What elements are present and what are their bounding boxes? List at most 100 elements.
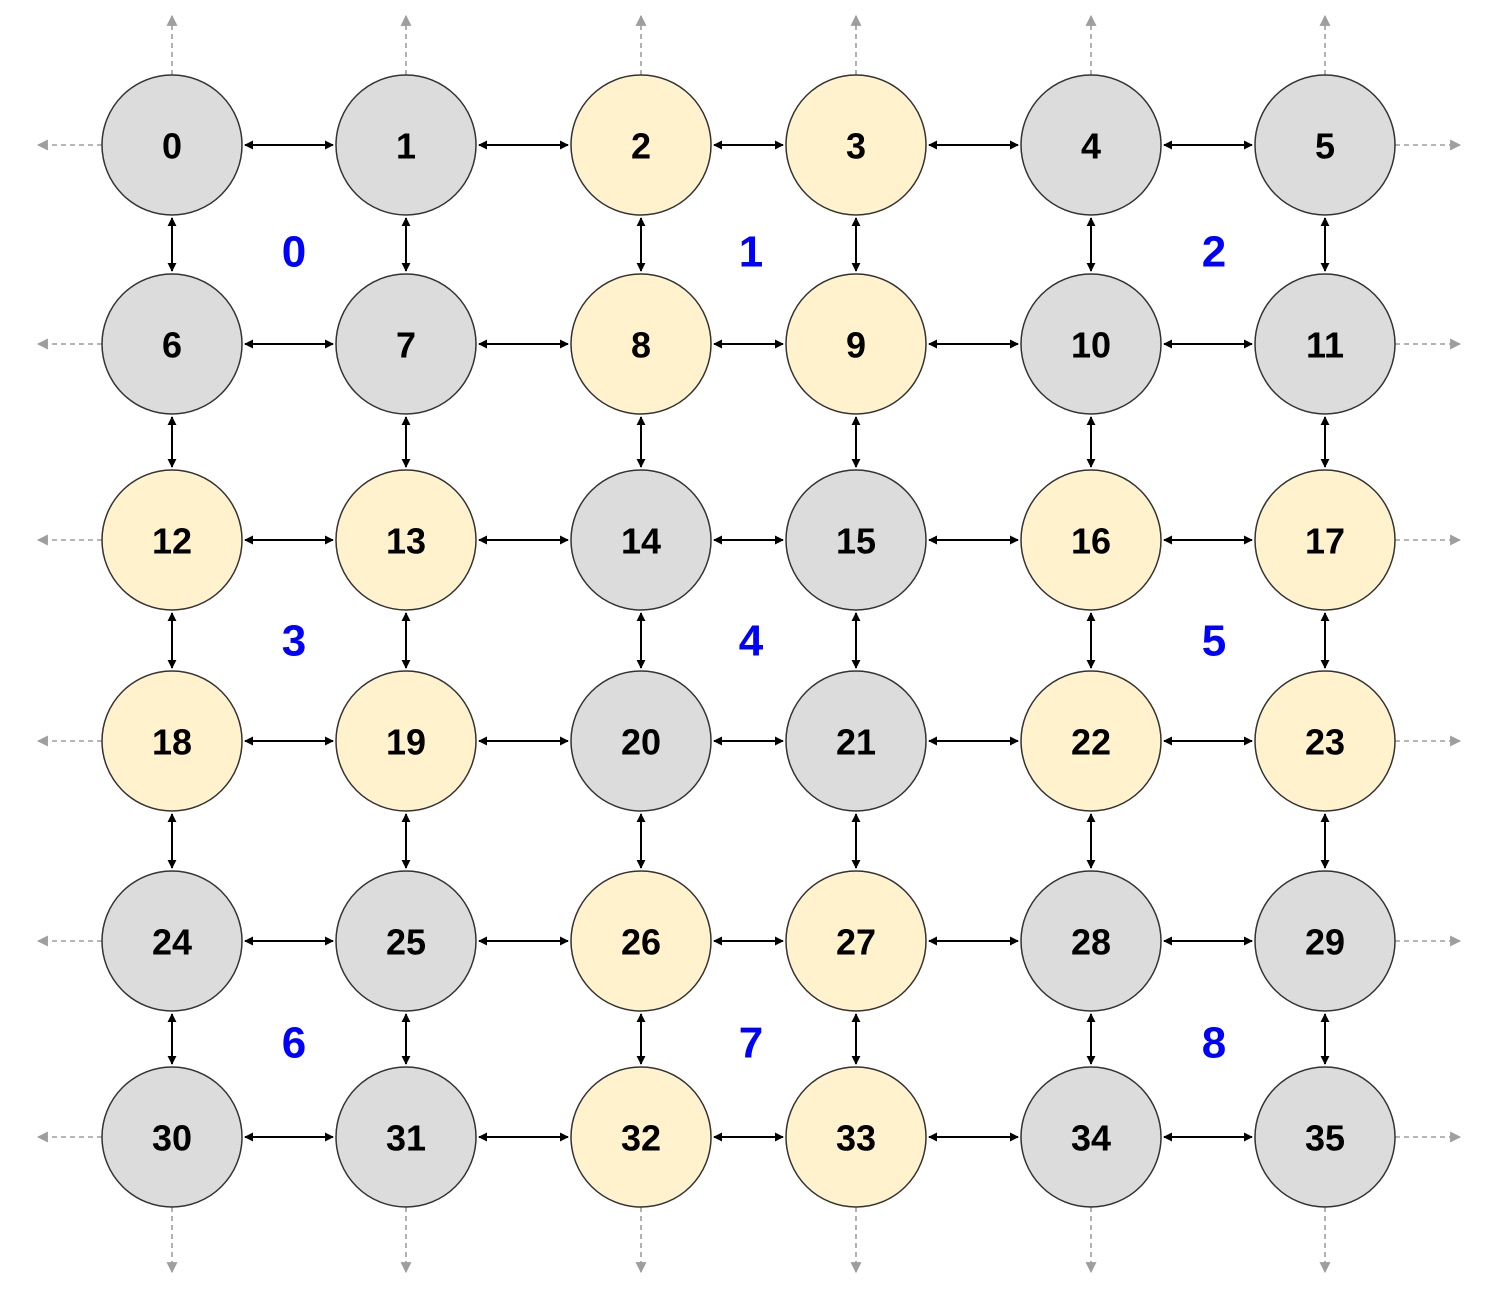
node-1: 1 [335, 74, 477, 216]
node-label: 32 [621, 1118, 661, 1159]
node-label: 19 [386, 722, 426, 763]
node-23: 23 [1254, 670, 1396, 812]
node-circle [570, 74, 712, 216]
node-circle [785, 469, 927, 611]
node-label: 25 [386, 922, 426, 963]
node-label: 16 [1071, 521, 1111, 562]
node-21: 21 [785, 670, 927, 812]
node-20: 20 [570, 670, 712, 812]
node-circle [1254, 273, 1396, 415]
block-label: 8 [1202, 1019, 1226, 1068]
node-circle [785, 74, 927, 216]
node-circle [1254, 469, 1396, 611]
block-label: 7 [739, 1019, 763, 1068]
node-12: 12 [101, 469, 243, 611]
node-label: 10 [1071, 325, 1111, 366]
block-label: 6 [282, 1019, 306, 1068]
node-18: 18 [101, 670, 243, 812]
node-28: 28 [1020, 870, 1162, 1012]
node-circle [1020, 273, 1162, 415]
node-2: 2 [570, 74, 712, 216]
node-label: 5 [1315, 126, 1335, 167]
node-9: 9 [785, 273, 927, 415]
node-34: 34 [1020, 1066, 1162, 1208]
node-label: 0 [162, 126, 182, 167]
node-0: 0 [101, 74, 243, 216]
node-circle [101, 1066, 243, 1208]
node-circle [335, 1066, 477, 1208]
node-32: 32 [570, 1066, 712, 1208]
node-circle [570, 469, 712, 611]
block-label: 0 [282, 228, 306, 277]
node-label: 6 [162, 325, 182, 366]
node-31: 31 [335, 1066, 477, 1208]
node-circle [1020, 1066, 1162, 1208]
node-label: 29 [1305, 922, 1345, 963]
node-label: 7 [396, 325, 416, 366]
node-8: 8 [570, 273, 712, 415]
node-circle [335, 870, 477, 1012]
node-label: 22 [1071, 722, 1111, 763]
node-circle [101, 870, 243, 1012]
node-10: 10 [1020, 273, 1162, 415]
block-label: 3 [282, 617, 306, 666]
node-13: 13 [335, 469, 477, 611]
node-29: 29 [1254, 870, 1396, 1012]
node-label: 23 [1305, 722, 1345, 763]
node-27: 27 [785, 870, 927, 1012]
node-label: 34 [1071, 1118, 1111, 1159]
node-circle [101, 74, 243, 216]
node-16: 16 [1020, 469, 1162, 611]
node-circle [1020, 74, 1162, 216]
node-circle [335, 273, 477, 415]
node-label: 30 [152, 1118, 192, 1159]
node-24: 24 [101, 870, 243, 1012]
node-circle [570, 1066, 712, 1208]
node-label: 12 [152, 521, 192, 562]
node-label: 15 [836, 521, 876, 562]
node-circle [1020, 469, 1162, 611]
node-circle [101, 670, 243, 812]
node-circle [1254, 74, 1396, 216]
block-label: 2 [1202, 228, 1226, 277]
node-26: 26 [570, 870, 712, 1012]
node-label: 17 [1305, 521, 1345, 562]
node-label: 3 [846, 126, 866, 167]
node-label: 35 [1305, 1118, 1345, 1159]
node-17: 17 [1254, 469, 1396, 611]
node-circle [335, 469, 477, 611]
node-circle [335, 74, 477, 216]
node-label: 31 [386, 1118, 426, 1159]
node-5: 5 [1254, 74, 1396, 216]
node-30: 30 [101, 1066, 243, 1208]
node-circle [570, 273, 712, 415]
node-3: 3 [785, 74, 927, 216]
node-label: 33 [836, 1118, 876, 1159]
node-6: 6 [101, 273, 243, 415]
node-35: 35 [1254, 1066, 1396, 1208]
node-circle [1254, 1066, 1396, 1208]
node-circle [1020, 670, 1162, 812]
node-label: 26 [621, 922, 661, 963]
node-circle [335, 670, 477, 812]
node-circle [785, 670, 927, 812]
node-circle [570, 870, 712, 1012]
node-label: 8 [631, 325, 651, 366]
node-label: 18 [152, 722, 192, 763]
node-circle [101, 469, 243, 611]
node-label: 27 [836, 922, 876, 963]
node-4: 4 [1020, 74, 1162, 216]
node-circle [785, 273, 927, 415]
block-label: 1 [739, 228, 763, 277]
node-circle [1020, 870, 1162, 1012]
node-circle [1254, 870, 1396, 1012]
block-label: 5 [1202, 617, 1226, 666]
node-33: 33 [785, 1066, 927, 1208]
node-label: 28 [1071, 922, 1111, 963]
node-circle [101, 273, 243, 415]
node-11: 11 [1254, 273, 1396, 415]
node-label: 14 [621, 521, 661, 562]
